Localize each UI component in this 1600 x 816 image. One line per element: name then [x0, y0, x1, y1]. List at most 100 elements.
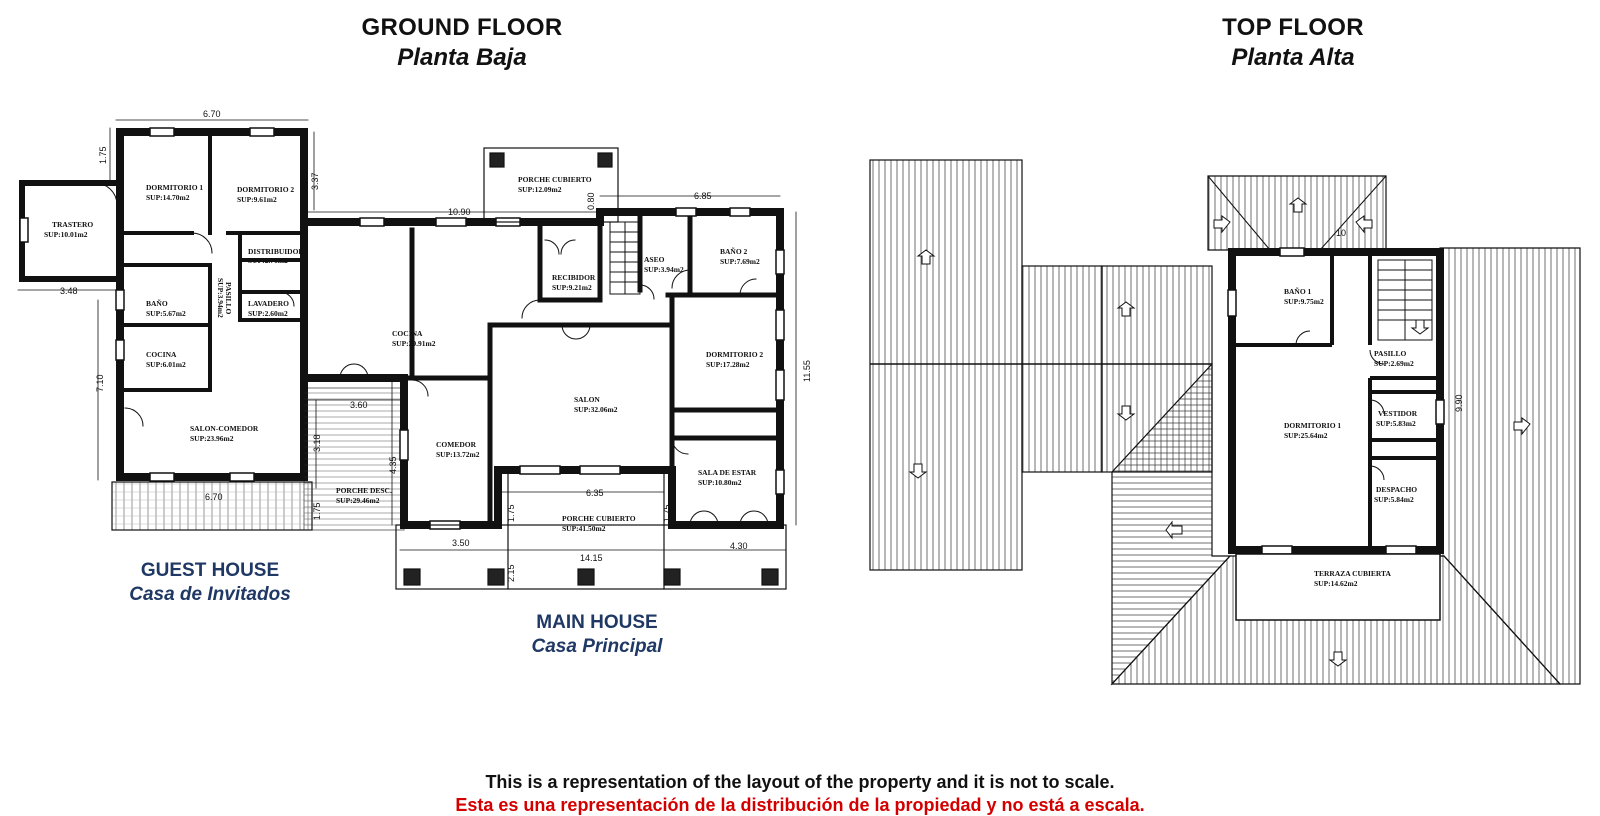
- room-name-lavadero: LAVADERO: [248, 299, 289, 308]
- roof-left: [869, 159, 1023, 571]
- room-name-porche-desc: PORCHE DESC.: [336, 486, 392, 495]
- room-area-pasillo-top: SUP:2.69m2: [1374, 359, 1414, 368]
- dim-215: 2.15: [506, 564, 516, 582]
- top-floor-header: TOP FLOOR Planta Alta: [1093, 14, 1493, 72]
- room-name-pasillo-guest: PASILLO: [224, 282, 233, 315]
- dim-348: 3.48: [60, 286, 78, 296]
- guest-house-doors: [94, 182, 295, 427]
- guest-house-label: GUEST HOUSE Casa de Invitados: [60, 560, 360, 606]
- main-house-subtitle: Casa Principal: [531, 636, 663, 657]
- room-name-sala-de-estar: SALA DE ESTAR: [698, 468, 757, 477]
- room-name-porche-cubierto-bottom: PORCHE CUBIERTO: [562, 514, 636, 523]
- ground-floor-title: GROUND FLOOR: [361, 14, 563, 41]
- main-house-doors: [339, 239, 769, 526]
- room-name-dormitorio2-main: DORMITORIO 2: [706, 350, 763, 359]
- room-name-salon-comedor: SALON-COMEDOR: [190, 424, 259, 433]
- top-floor-walls: [1228, 248, 1444, 554]
- room-name-comedor: COMEDOR: [436, 440, 477, 449]
- room-name-aseo: ASEO: [644, 255, 665, 264]
- dim-990: 9.90: [1454, 394, 1464, 412]
- ground-staircase: [609, 221, 641, 295]
- dim-1155: 11.55: [802, 360, 812, 382]
- ground-floor-subtitle: Planta Baja: [397, 44, 527, 71]
- room-name-bano1: BAÑO 1: [1284, 287, 1312, 296]
- room-name-bano2: BAÑO 2: [720, 247, 748, 256]
- dim-350: 3.50: [452, 538, 470, 548]
- room-area-dormitorio1-guest: SUP:14.70m2: [146, 193, 190, 202]
- room-area-porche-desc: SUP:29.46m2: [336, 496, 380, 505]
- room-name-cocina-guest: COCINA: [146, 350, 177, 359]
- room-name-dormitorio2-guest: DORMITORIO 2: [237, 185, 294, 194]
- guest-house-subtitle: Casa de Invitados: [129, 584, 291, 605]
- dim-175-porch: 1.75: [312, 502, 322, 520]
- room-name-terraza: TERRAZA CUBIERTA: [1314, 569, 1391, 578]
- dim-080: 0.80: [586, 192, 596, 210]
- room-name-cocina-main: COCINA: [392, 329, 423, 338]
- dim-337: 3.37: [310, 172, 320, 190]
- room-area-despacho: SUP:5.84m2: [1374, 495, 1414, 504]
- disclaimer: This is a representation of the layout o…: [0, 772, 1600, 816]
- room-name-salon: SALON: [574, 395, 600, 404]
- room-area-pasillo-guest: SUP:3.94m2: [216, 278, 225, 318]
- dim-435: 4.35: [388, 456, 398, 474]
- room-area-vestidor: SUP:5.83m2: [1376, 419, 1416, 428]
- disclaimer-english: This is a representation of the layout o…: [485, 772, 1115, 792]
- guest-house-title: GUEST HOUSE: [140, 560, 280, 581]
- main-house-label: MAIN HOUSE Casa Principal: [447, 612, 747, 658]
- room-area-distribuidor: SUP:2.71m2: [248, 256, 288, 265]
- top-floor-subtitle: Planta Alta: [1231, 44, 1355, 71]
- room-name-dormitorio1-top: DORMITORIO 1: [1284, 421, 1341, 430]
- room-area-comedor: SUP:13.72m2: [436, 450, 480, 459]
- room-name-distribuidor: DISTRIBUIDOR: [248, 247, 304, 256]
- room-area-aseo: SUP:3.94m2: [644, 265, 684, 274]
- guest-house-windows: [19, 127, 275, 482]
- disclaimer-spanish: Esta es una representación de la distrib…: [455, 795, 1145, 815]
- ground-floor-room-labels: TRASTERO SUP:10.01m2 DORMITORIO 1 SUP:14…: [44, 175, 763, 533]
- room-area-lavadero: SUP:2.60m2: [248, 309, 288, 318]
- ground-floor-plan: [17, 119, 797, 590]
- room-name-despacho: DESPACHO: [1376, 485, 1417, 494]
- terraza-cubierta: [1235, 553, 1441, 621]
- room-area-bano2: SUP:7.69m2: [720, 257, 760, 266]
- top-dimension-labels: 10 9.90: [1336, 228, 1464, 412]
- roof-connector: [1021, 265, 1103, 473]
- roof-slope-arrows: [908, 197, 1531, 667]
- room-area-cocina-guest: SUP:6.01m2: [146, 360, 186, 369]
- roof-top: [1207, 175, 1387, 251]
- room-name-vestidor: VESTIDOR: [1378, 409, 1418, 418]
- room-name-trastero: TRASTERO: [52, 220, 93, 229]
- porche-cubierto-top: [483, 147, 619, 223]
- dim-360: 3.60: [350, 400, 368, 410]
- ground-dimension-labels: 6.70 1.75 3.37 3.48 7.10 6.70 10.90 0.80…: [60, 109, 812, 582]
- room-area-trastero: SUP:10.01m2: [44, 230, 88, 239]
- room-name-dormitorio1-guest: DORMITORIO 1: [146, 183, 203, 192]
- room-area-salon-comedor: SUP:23.96m2: [190, 434, 234, 443]
- dim-430: 4.30: [730, 541, 748, 551]
- dim-175-left: 1.75: [98, 146, 108, 164]
- room-area-porche-cubierto-bottom: SUP:41.50m2: [562, 524, 606, 533]
- top-floor-title: TOP FLOOR: [1222, 14, 1364, 41]
- room-area-recibidor: SUP:9.21m2: [552, 283, 592, 292]
- dim-1090: 10.90: [448, 207, 471, 217]
- room-area-sala-de-estar: SUP:10.80m2: [698, 478, 742, 487]
- room-name-bano-guest: BAÑO: [146, 299, 168, 308]
- room-area-bano-guest: SUP:5.67m2: [146, 309, 186, 318]
- dim-1415: 14.15: [580, 553, 603, 563]
- dim-10: 10: [1336, 228, 1346, 238]
- room-area-porche-cubierto-top: SUP:12.09m2: [518, 185, 562, 194]
- main-house-title: MAIN HOUSE: [536, 612, 658, 633]
- dim-175-mid: 1.75: [506, 504, 516, 522]
- room-name-pasillo-top: PASILLO: [1374, 349, 1407, 358]
- dim-175-right: 1.75: [662, 504, 672, 522]
- dim-670-bottom: 6.70: [205, 492, 223, 502]
- uncovered-porch-deck: [111, 481, 313, 531]
- room-area-bano1: SUP:9.75m2: [1284, 297, 1324, 306]
- dim-635: 6.35: [586, 488, 604, 498]
- top-floor-windows: [1227, 247, 1445, 555]
- dim-710: 7.10: [95, 374, 105, 392]
- top-floor-room-labels: BAÑO 1 SUP:9.75m2 PASILLO SUP:2.69m2 VES…: [1284, 287, 1418, 588]
- top-floor-interior-walls: [1232, 252, 1440, 550]
- dim-685: 6.85: [694, 191, 712, 201]
- room-area-dormitorio2-main: SUP:17.28m2: [706, 360, 750, 369]
